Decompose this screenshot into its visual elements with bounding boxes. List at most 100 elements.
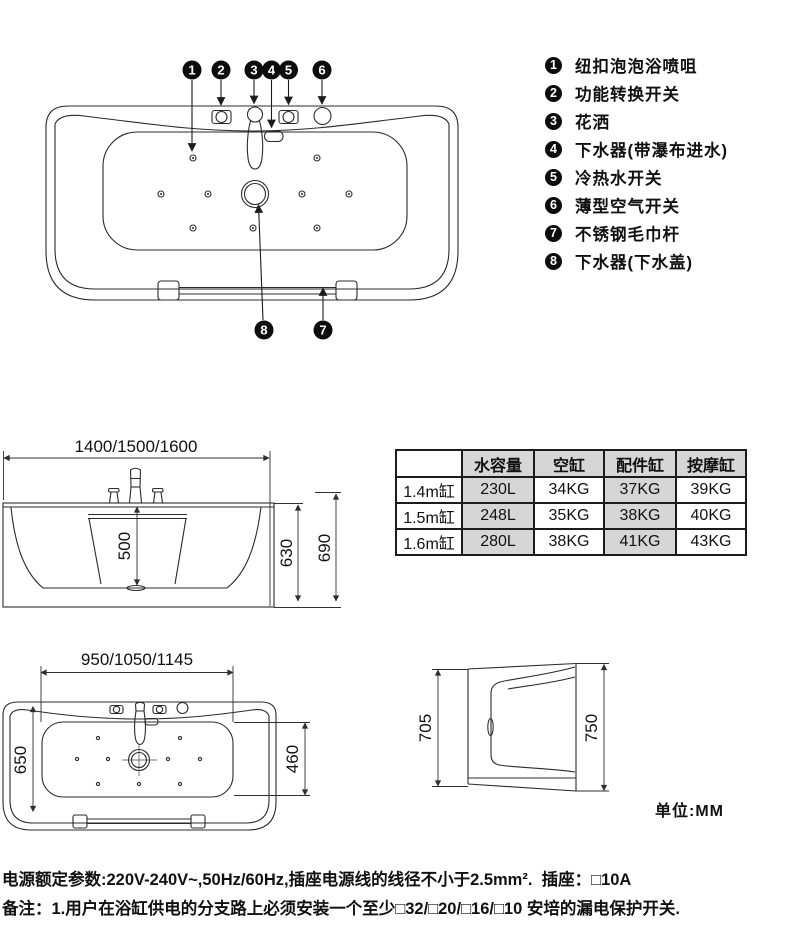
spec-cell: 34KG (533, 476, 605, 504)
legend-item-label: 下水器(带瀑布进水) (575, 142, 728, 160)
plan-shower-head (134, 701, 146, 712)
towel-bar (157, 280, 358, 301)
spec-row-label: 1.4m缸 (395, 476, 463, 504)
legend-item-label: 下水器(下水盖) (575, 254, 693, 272)
tub-outline (45, 105, 459, 301)
dim-plan-width: 650 (11, 746, 30, 774)
legend-item: 3 花洒 (545, 112, 765, 132)
plan-waterfall-inlet (144, 717, 159, 726)
callout-badge-8: 8 (260, 323, 267, 338)
callout-badge-4: 4 (268, 63, 276, 78)
spec-table-row: 1.4m缸 230L 34KG 37KG 39KG (395, 476, 747, 504)
spec-cell: 230L (461, 476, 535, 504)
unit-label: 单位:MM (655, 803, 724, 820)
bathtub-plan-view-diagram: 950/1050/1145 650 460 (2, 650, 310, 831)
shower-head-hose (246, 120, 264, 170)
legend-number-badge: 2 (545, 84, 562, 102)
legend-item-label: 薄型空气开关 (575, 198, 680, 216)
function-switch (211, 109, 232, 125)
legend-item-label: 冷热水开关 (575, 170, 663, 188)
plan-left-handle (109, 704, 124, 715)
installation-note: 备注：1.用户在浴缸供电的分支路上必须安装一个至少□32/□20/□16/□10… (2, 899, 680, 918)
front-left-handle (107, 487, 120, 493)
legend-number-badge: 5 (545, 168, 562, 186)
spec-cell: 40KG (675, 502, 747, 530)
spec-table-row: 1.5m缸 248L 35KG 38KG 40KG (395, 502, 747, 530)
callout-badge-2: 2 (217, 63, 224, 78)
bathtub-top-view-diagram: 1 2 3 4 5 6 8 7 (45, 60, 459, 340)
legend-item-label: 不锈钢毛巾杆 (575, 226, 680, 244)
air-switch (313, 106, 332, 126)
callout-badge-3: 3 (250, 63, 257, 78)
spec-cell: 280L (461, 528, 535, 556)
plan-jets (74, 735, 203, 787)
front-deck-fixtures (107, 467, 164, 504)
callout-badge-7: 7 (319, 323, 326, 338)
plan-air-switch (176, 701, 189, 715)
legend-item: 6 薄型空气开关 (545, 196, 765, 216)
spec-cell: 41KG (603, 528, 677, 556)
dim-front-overall-height: 690 (315, 534, 334, 562)
front-tub-outline (2, 502, 275, 608)
spec-cell: 38KG (603, 502, 677, 530)
legend-item-label: 纽扣泡泡浴喷咀 (575, 58, 698, 76)
spec-cell: 43KG (675, 528, 747, 556)
dim-end-right-height: 750 (582, 714, 601, 742)
legend-item: 8 下水器(下水盖) (545, 252, 765, 272)
dim-plan-inner-width: 950/1050/1145 (81, 650, 193, 669)
end-tub-outline (467, 662, 577, 792)
end-dimension-lines (432, 663, 609, 792)
legend-item: 7 不锈钢毛巾杆 (545, 224, 765, 244)
shower-head-base (246, 106, 264, 123)
dim-plan-inner-depth: 460 (283, 745, 302, 773)
legend-number-badge: 3 (545, 112, 562, 130)
spec-cell: 38KG (533, 528, 605, 556)
whirlpool-jets (157, 154, 353, 232)
dim-end-left-height: 705 (416, 714, 435, 742)
plan-towel-bar (72, 814, 206, 829)
spec-table: 水容量 空缸 配件缸 按摩缸 1.4m缸 230L 34KG 37KG 39KG… (395, 449, 747, 556)
spec-table-row: 1.6m缸 280L 38KG 41KG 43KG (395, 528, 747, 556)
legend-item-label: 花洒 (575, 114, 610, 132)
dim-front-inner-depth: 500 (115, 532, 134, 560)
legend-item: 4 下水器(带瀑布进水) (545, 140, 765, 160)
plan-drain (122, 744, 157, 776)
hot-cold-switch (278, 109, 299, 125)
power-spec-note: 电源额定参数:220V-240V~,50Hz/60Hz,插座电源线的线径不小于2… (2, 871, 632, 889)
spec-cell: 39KG (675, 476, 747, 504)
front-right-handle (151, 487, 164, 493)
bathtub-front-elevation-diagram: 1400/1500/1600 500 630 690 (2, 437, 341, 608)
legend-item: 2 功能转换开关 (545, 84, 765, 104)
spec-cell: 248L (461, 502, 535, 530)
bathtub-end-view-diagram: 705 750 (416, 662, 609, 792)
legend-number-badge: 1 (545, 56, 562, 74)
legend-number-badge: 4 (545, 140, 562, 158)
legend-item: 5 冷热水开关 (545, 168, 765, 188)
parts-legend: 1 纽扣泡泡浴喷咀 2 功能转换开关 3 花洒 4 下水器(带瀑布进水) 5 冷… (545, 56, 765, 280)
spec-header-fitted-tub: 配件缸 (603, 449, 677, 478)
spec-row-label: 1.5m缸 (395, 502, 463, 530)
legend-number-badge: 8 (545, 252, 562, 270)
spec-header-blank (395, 449, 463, 478)
spec-row-label: 1.6m缸 (395, 528, 463, 556)
plan-dimension-lines (29, 666, 310, 813)
legend-number-badge: 6 (545, 196, 562, 214)
spec-table-header-row: 水容量 空缸 配件缸 按摩缸 (395, 449, 747, 478)
spec-header-empty-tub: 空缸 (533, 449, 605, 478)
spec-cell: 37KG (603, 476, 677, 504)
callout-arrows (187, 80, 328, 321)
front-spout (128, 467, 143, 504)
dim-front-rim-height: 630 (277, 539, 296, 567)
plan-deck-fixtures (109, 701, 189, 746)
waterfall-inlet (263, 130, 284, 143)
plan-right-handle (152, 704, 167, 715)
legend-number-badge: 7 (545, 224, 562, 242)
dim-front-width: 1400/1500/1600 (75, 437, 198, 456)
callout-badge-6: 6 (318, 63, 325, 78)
callout-badges: 1 2 3 4 5 6 8 7 (182, 60, 333, 340)
deck-fixtures (211, 106, 332, 170)
plan-tub-outline (2, 701, 277, 831)
callout-badge-5: 5 (285, 63, 292, 78)
front-dimension-lines (3, 451, 341, 608)
